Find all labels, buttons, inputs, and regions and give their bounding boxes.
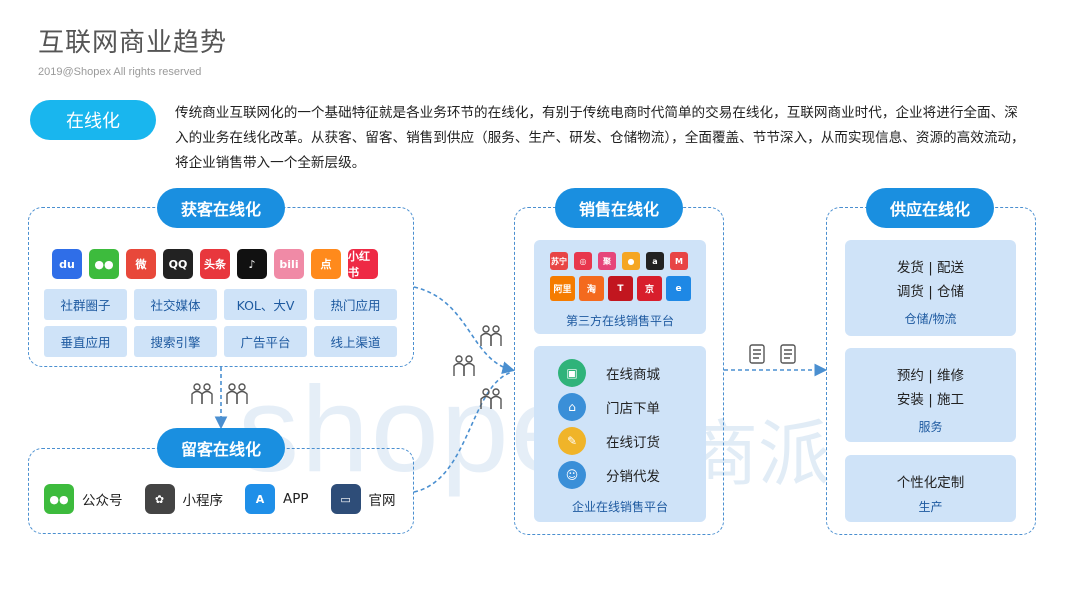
supply-line: 个性化定制	[896, 475, 965, 491]
shangpai-watermark: 商派	[686, 412, 831, 496]
baidu-icon[interactable]: du	[52, 249, 82, 279]
channel-chip: 社交媒体	[134, 289, 217, 320]
channel-chip: 搜索引擎	[134, 326, 217, 357]
supply-line: 发货 | 配送	[896, 260, 965, 276]
retain-item[interactable]: ✿ 小程序	[144, 484, 224, 514]
retain-item-label: 公众号	[82, 493, 123, 509]
mini-program-icon: ✿	[144, 484, 175, 514]
intro-paragraph: 传统商业互联网化的一个基础特征就是各业务环节的在线化，有别于传统电商时代简单的交…	[175, 105, 1025, 171]
platform-icon[interactable]: 京	[637, 276, 662, 301]
channel-chip: 广告平台	[224, 326, 307, 357]
supply-title: 供应在线化	[866, 188, 994, 228]
channel-chip: 线上渠道	[314, 326, 397, 357]
platform-icon[interactable]: 苏宁	[550, 252, 568, 270]
channel-chip: 热门应用	[314, 289, 397, 320]
supply-sub-label: 服务	[918, 420, 943, 434]
toutiao-icon[interactable]: 头条	[200, 249, 230, 279]
bilibili-icon[interactable]: bili	[274, 249, 304, 279]
online-tag: 在线化	[30, 100, 156, 140]
xiaohongshu-icon[interactable]: 小红书	[348, 249, 378, 279]
channel-chip: 垂直应用	[44, 326, 127, 357]
supply-line: 安装 | 施工	[896, 392, 965, 408]
platform-icon[interactable]: 阿里	[550, 276, 575, 301]
app-store-icon: A	[245, 484, 275, 514]
store-order-icon: ⌂	[558, 393, 586, 421]
retain-item[interactable]: A APP	[245, 484, 309, 514]
retain-channel-list: ●● 公众号 ✿ 小程序 A APP ▭ 官网	[44, 484, 418, 514]
supply-block-production: 个性化定制 生产	[845, 455, 1016, 522]
retain-item-label: 官网	[368, 493, 396, 509]
enterprise-channel-label: 在线订货	[606, 435, 660, 451]
online-mall-icon: ▣	[558, 359, 586, 387]
enterprise-channel-item[interactable]: ▣ 在线商城	[558, 356, 660, 390]
platform-icon[interactable]: 淘	[579, 276, 604, 301]
enterprise-channel-item[interactable]: ☺ 分销代发	[558, 458, 660, 492]
retain-item[interactable]: ▭ 官网	[330, 484, 396, 514]
acquire-to-sales-arrow	[413, 286, 516, 374]
platform-icon[interactable]: e	[666, 276, 691, 301]
sales-title: 销售在线化	[555, 188, 683, 228]
supply-line: 预约 | 维修	[896, 368, 965, 384]
supply-line: 调货 | 仓储	[896, 284, 965, 300]
wechat-icon[interactable]: ●●	[89, 249, 119, 279]
page-title: 互联网商业趋势	[38, 28, 228, 58]
enterprise-channel-label: 门店下单	[606, 401, 660, 417]
weibo-icon[interactable]: 微	[126, 249, 156, 279]
enterprise-channel-item[interactable]: ✎ 在线订货	[558, 424, 660, 458]
acquire-title: 获客在线化	[157, 188, 285, 228]
document-icon-group	[749, 344, 796, 364]
enterprise-platform-panel: ▣ 在线商城 ⌂ 门店下单 ✎ 在线订货 ☺ 分销代发 企业在线销售平台	[534, 346, 706, 522]
supply-block-service: 预约 | 维修 安装 | 施工 服务	[845, 348, 1016, 442]
retain-item-label: 小程序	[182, 493, 224, 509]
online-order-icon: ✎	[558, 427, 586, 455]
channel-chip: KOL、大V	[224, 289, 307, 320]
channel-chip: 社群圈子	[44, 289, 127, 320]
enterprise-channel-list: ▣ 在线商城 ⌂ 门店下单 ✎ 在线订货 ☺ 分销代发	[558, 356, 660, 492]
platform-icon[interactable]: ◎	[574, 252, 592, 270]
supply-block-logistics: 发货 | 配送 调货 | 仓储 仓储/物流	[845, 240, 1016, 336]
website-icon: ▭	[330, 484, 361, 514]
qq-icon[interactable]: QQ	[163, 249, 193, 279]
supply-sub-label: 生产	[918, 500, 943, 514]
enterprise-channel-label: 分销代发	[606, 469, 660, 485]
retain-item[interactable]: ●● 公众号	[44, 484, 123, 514]
third-party-label: 第三方在线销售平台	[565, 314, 674, 328]
enterprise-channel-label: 在线商城	[606, 367, 660, 383]
retain-title: 留客在线化	[157, 428, 285, 468]
distribution-icon: ☺	[558, 461, 586, 489]
enterprise-channel-item[interactable]: ⌂ 门店下单	[558, 390, 660, 424]
dianping-icon[interactable]: 点	[311, 249, 341, 279]
platform-icon[interactable]: a	[646, 252, 664, 270]
supply-sub-label: 仓储/物流	[904, 312, 957, 326]
enterprise-label: 企业在线销售平台	[571, 500, 668, 514]
platform-icon[interactable]: T	[608, 276, 633, 301]
douyin-icon[interactable]: ♪	[237, 249, 267, 279]
platform-icon[interactable]: 聚	[598, 252, 616, 270]
wechat-official-icon: ●●	[44, 484, 74, 514]
platform-icon[interactable]: M	[670, 252, 688, 270]
retain-item-label: APP	[283, 491, 309, 507]
platform-icon[interactable]: ●	[622, 252, 640, 270]
copyright-text: 2019@Shopex All rights reserved	[38, 66, 202, 78]
